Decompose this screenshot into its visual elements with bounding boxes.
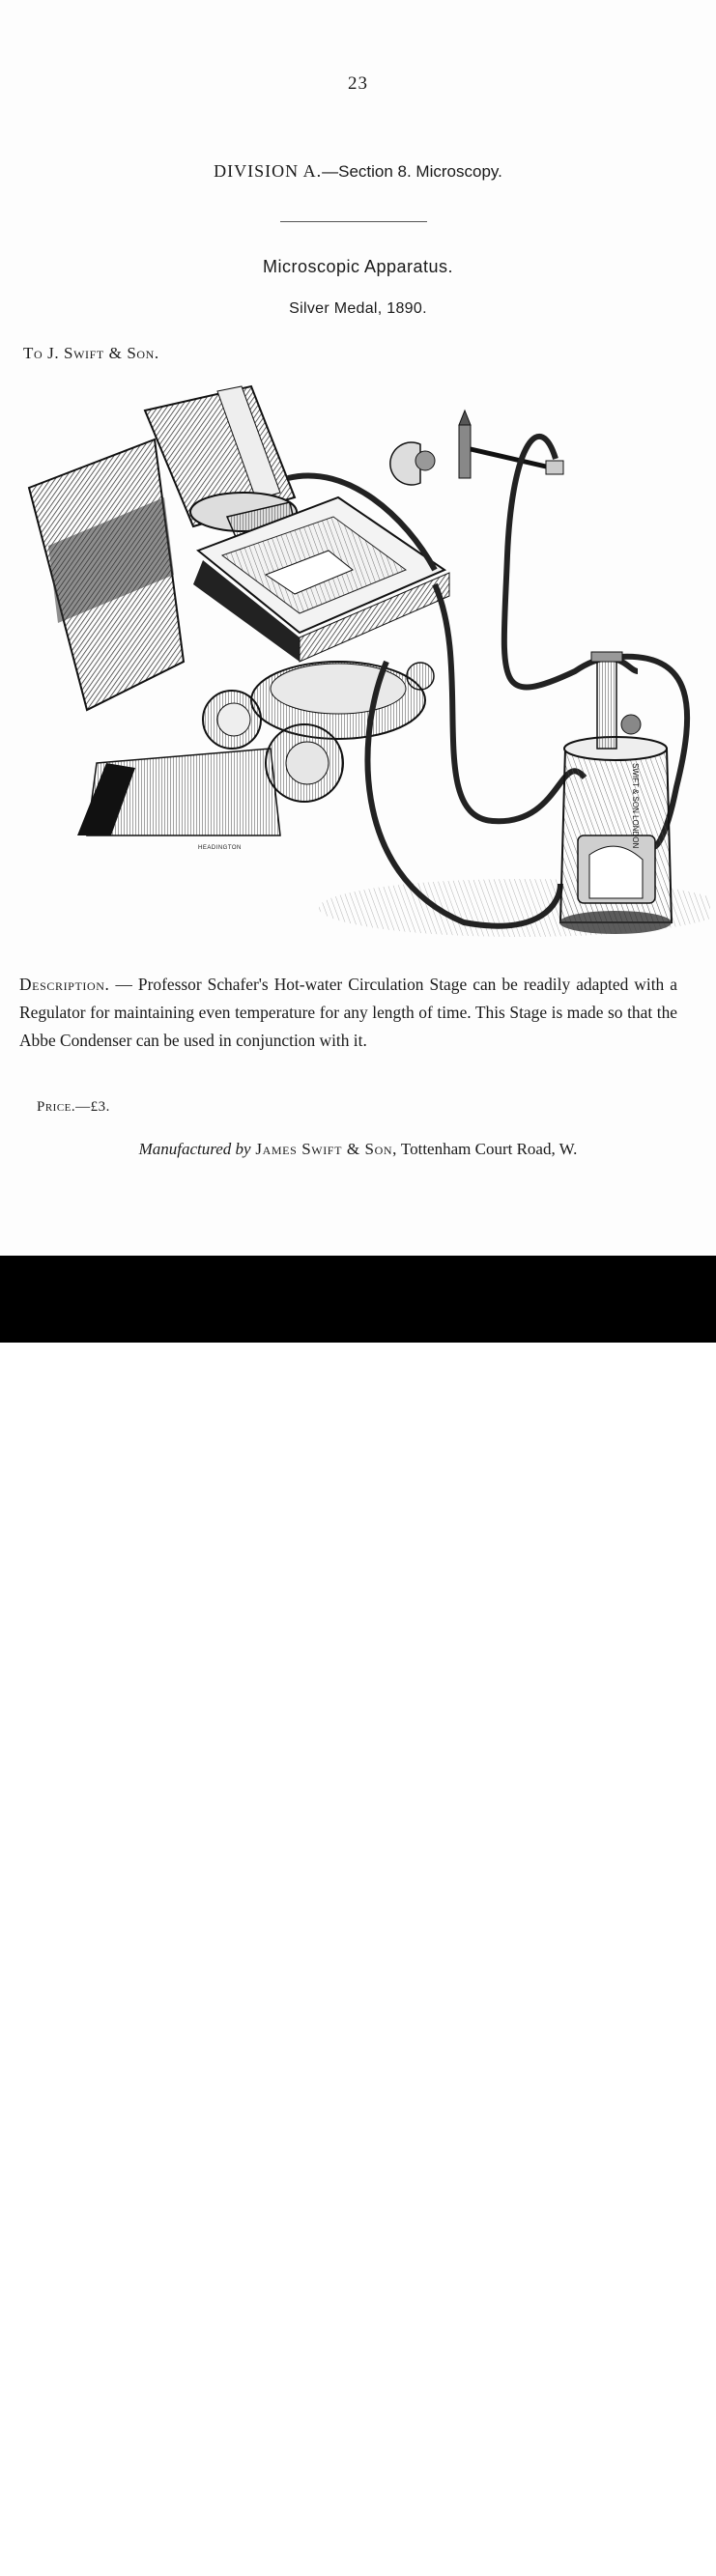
apparatus-title: Microscopic Apparatus. xyxy=(262,257,454,276)
division-prefix: DIVISION A. xyxy=(214,161,323,181)
engraver-credit: HEADINGTON xyxy=(198,845,242,851)
description-lead: Description. xyxy=(19,975,110,994)
inlet-tube xyxy=(287,472,438,572)
recipient-line: To J. Swift & Son. xyxy=(23,344,159,362)
stock-watermark-bar: alamy 2JJ1958 www.alamy.com xyxy=(0,1256,716,2575)
division-section: —Section 8. Microscopy. xyxy=(322,162,502,181)
manufacturer-prefix: Manufactured by xyxy=(138,1140,251,1158)
image-id: 2JJ1958 xyxy=(601,2534,656,2550)
thermostat-regulator xyxy=(596,656,617,750)
description-body: — Professor Schafer's Hot-water Circulat… xyxy=(19,975,677,1050)
description-paragraph: Description. — Professor Schafer's Hot-w… xyxy=(19,971,677,1055)
site-url: www.alamy.com xyxy=(536,2557,648,2573)
manufacturer-address: Tottenham Court Road, W. xyxy=(396,1140,578,1158)
supply-tube xyxy=(501,434,639,691)
heading-divider xyxy=(280,221,427,222)
award-line: Silver Medal, 1890. xyxy=(289,300,427,317)
water-tap xyxy=(389,441,421,486)
return-tube xyxy=(432,582,587,825)
division-heading: DIVISION A.—Section 8. Microscopy. xyxy=(0,161,716,182)
manufacturer-line: Manufactured by James Swift & Son, Totte… xyxy=(0,1140,716,1159)
manufacturer-name: James Swift & Son, xyxy=(250,1140,397,1158)
vessel-label: SWIFT & SON LONDON xyxy=(631,763,640,849)
price-line: Price.—£3. xyxy=(37,1099,110,1115)
document-page: 23 DIVISION A.—Section 8. Microscopy. Mi… xyxy=(0,0,716,1256)
microscope-engraving: SWIFT & SON LONDON xyxy=(27,384,710,937)
alamy-logo: alamy xyxy=(48,2528,163,2575)
page-number: 23 xyxy=(348,73,368,94)
